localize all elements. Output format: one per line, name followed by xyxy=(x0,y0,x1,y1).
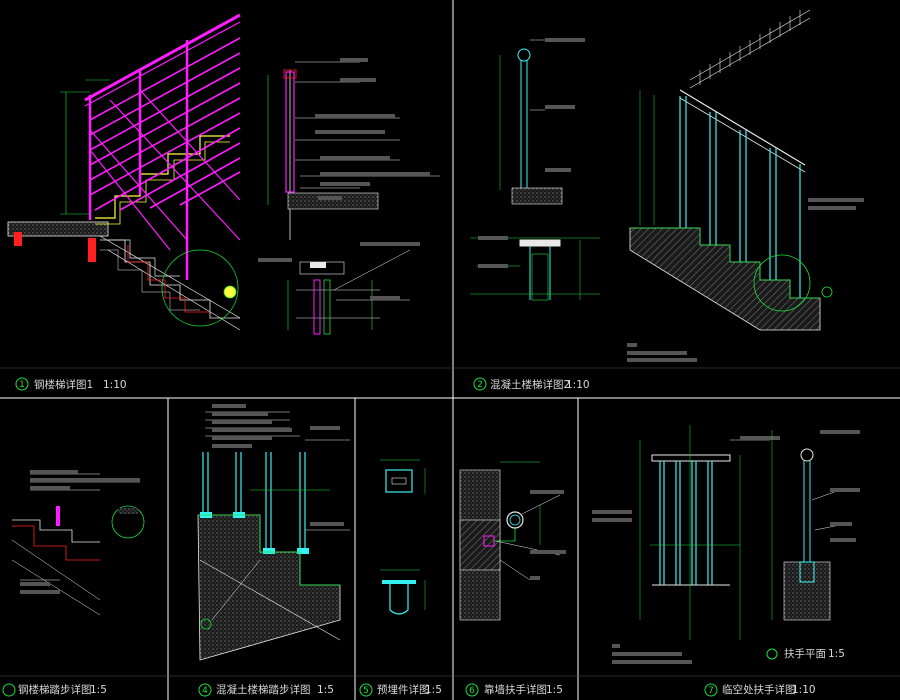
handrail-plan-caption: 扶手平面 1:5 xyxy=(766,647,845,660)
caption-number-circle xyxy=(473,377,487,391)
caption-scale: 1:5 xyxy=(546,684,563,696)
caption-title: 钢楼梯详图1 xyxy=(34,378,93,391)
caption-number: 7 xyxy=(708,686,714,696)
caption-title: 混凝土楼梯踏步详图 xyxy=(216,683,311,696)
caption-7: 7 临空处扶手详图 1:10 xyxy=(704,683,816,697)
caption-6: 6 靠墙扶手详图 1:5 xyxy=(465,683,563,697)
caption-2: 2 混凝土楼梯详图2 1:10 xyxy=(473,377,590,391)
handrail-post-elevation-drawing xyxy=(499,38,585,205)
steel-connection-plan-drawing xyxy=(258,242,420,335)
embedded-part-detail-drawing xyxy=(380,459,426,615)
caption-number: 5 xyxy=(363,686,369,696)
caption-scale: 1:10 xyxy=(792,684,816,696)
caption-scale: 1:10 xyxy=(103,379,127,391)
caption-number-circle xyxy=(465,683,479,697)
concrete-tread-detail-drawing xyxy=(197,404,350,661)
handrail-plan-title: 扶手平面 xyxy=(784,647,826,660)
steel-stair-detail-drawing xyxy=(7,13,241,331)
caption-number: 4 xyxy=(202,686,208,696)
caption-scale: 1:5 xyxy=(317,684,334,696)
caption-title: 预埋件详图 xyxy=(377,683,430,696)
concrete-stair-detail-drawing xyxy=(627,9,864,362)
edge-handrail-detail-drawing xyxy=(592,425,860,664)
caption-number-circle xyxy=(359,683,373,697)
caption-3: 钢楼梯踏步详图 1:5 xyxy=(2,683,107,697)
caption-number: 1 xyxy=(19,380,25,390)
wall-handrail-detail-drawing xyxy=(459,461,566,621)
caption-number: 6 xyxy=(469,686,475,696)
caption-4: 4 混凝土楼梯踏步详图 1:5 xyxy=(198,683,334,697)
caption-title: 钢楼梯踏步详图 xyxy=(18,683,92,696)
caption-number-circle xyxy=(2,683,16,697)
post-base-section-drawing xyxy=(470,236,600,301)
steel-tread-detail-drawing xyxy=(11,470,145,616)
caption-scale: 1:5 xyxy=(90,684,107,696)
caption-1: 1 钢楼梯详图1 1:10 xyxy=(15,377,127,391)
caption-title: 混凝土楼梯详图2 xyxy=(490,378,570,391)
caption-title: 靠墙扶手详图 xyxy=(484,683,547,696)
caption-number-circle xyxy=(15,377,29,391)
caption-number-circle xyxy=(704,683,718,697)
caption-marker-circle xyxy=(766,648,778,660)
caption-scale: 1:10 xyxy=(566,379,590,391)
caption-number-circle xyxy=(198,683,212,697)
caption-number: 2 xyxy=(477,380,483,390)
caption-scale: 1:5 xyxy=(425,684,442,696)
handrail-plan-scale: 1:5 xyxy=(828,648,845,660)
caption-5: 5 预埋件详图 1:5 xyxy=(359,683,442,697)
steel-post-section-drawing xyxy=(267,58,440,240)
caption-title: 临空处扶手详图 xyxy=(722,683,796,696)
